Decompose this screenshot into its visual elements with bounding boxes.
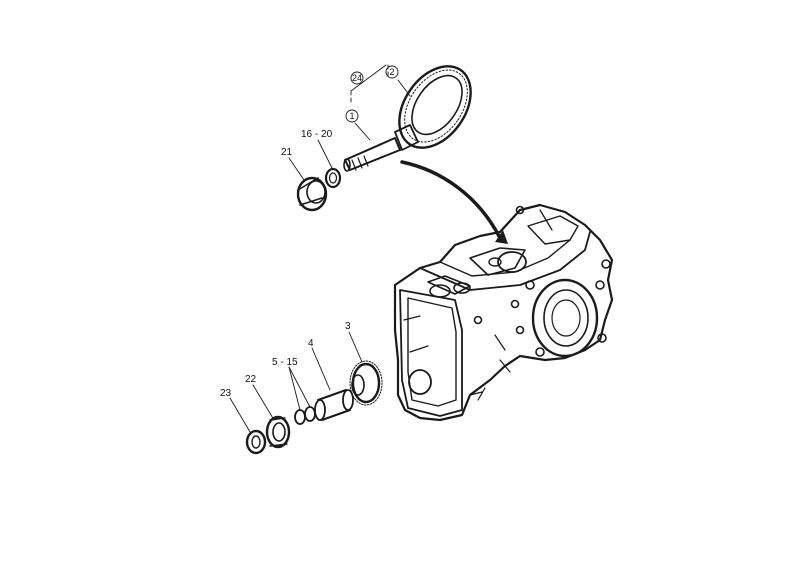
gear-3	[349, 360, 383, 406]
label-2: 2	[389, 67, 394, 77]
label-1: 1	[349, 111, 354, 121]
assembly-arrow	[400, 160, 508, 244]
bearing-22	[265, 415, 291, 449]
ring-gear	[398, 65, 472, 149]
label-4: 4	[308, 338, 314, 349]
shim-ring-16-20	[324, 167, 342, 189]
bushing-4	[314, 389, 354, 421]
leader-lines	[229, 64, 411, 433]
nut-23	[245, 429, 267, 455]
rings-5-15	[294, 406, 316, 425]
label-3: 3	[345, 321, 351, 332]
label-23: 23	[220, 388, 232, 399]
bearing-21	[296, 176, 328, 212]
label-21: 21	[281, 147, 293, 158]
transmission-housing	[393, 203, 614, 422]
label-22: 22	[245, 374, 257, 385]
callout-1: 1	[345, 109, 359, 123]
pinion-shaft	[343, 124, 419, 172]
label-24: 24	[352, 73, 362, 83]
label-5-15: 5 - 15	[272, 357, 298, 368]
callout-24: 24	[350, 71, 364, 85]
housing-bolt-holes	[473, 205, 611, 357]
callout-2: 2	[385, 65, 399, 79]
label-16-20: 16 - 20	[301, 129, 333, 140]
